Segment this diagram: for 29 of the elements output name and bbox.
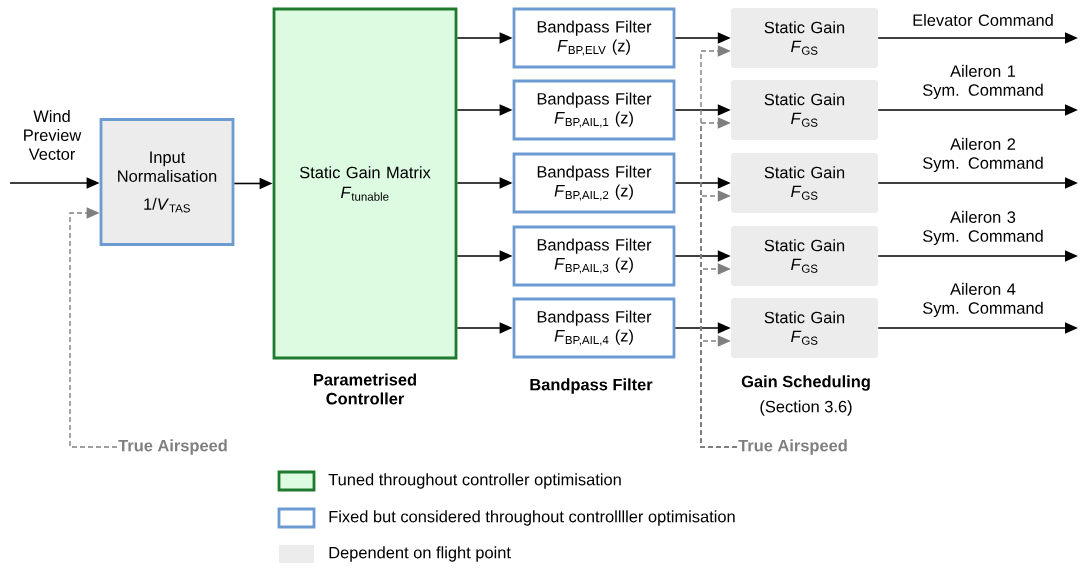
gain-box: Static Gain F$_{GS}$	[731, 298, 878, 358]
column-caption: (Section 3.6)	[760, 400, 852, 416]
legend-text: Tuned throughout controller optimisation	[328, 473, 621, 489]
block-caption: Parametrised Controller	[314, 373, 416, 405]
signal-label: Aileron 4 Sym. Command	[923, 282, 1043, 318]
gain-box: Static Gain F$_{GS}$	[731, 80, 878, 140]
column-caption: Gain Scheduling	[741, 375, 870, 391]
signal-label: Elevator Command	[913, 13, 1053, 26]
signal-label: Aileron 1 Sym. Command	[923, 64, 1043, 100]
legend-text: Dependent on flight point	[329, 546, 511, 562]
signal-label: True Airspeed	[738, 439, 847, 455]
signal-label: True Airspeed	[118, 439, 227, 455]
gain-box: Static Gain F$_{GS}$	[731, 226, 878, 286]
filter-box: Bandpass Filter F$_{BP,AIL,4}$ (z)	[512, 297, 676, 359]
signal-label: Aileron 2 Sym. Command	[923, 137, 1043, 173]
dashed-arrow	[69, 207, 118, 448]
gain-box: Static Gain F$_{GS}$	[731, 8, 878, 68]
normalisation-box: Input Normalisation 1/V$_{TAS}$	[99, 118, 235, 246]
column-caption: Bandpass Filter	[530, 378, 653, 394]
matrix-box: Static Gain Matrix F$_{tunable}$	[272, 7, 458, 360]
dashed-arrow	[700, 335, 738, 448]
filter-box: Bandpass Filter F$_{BP,AIL,3}$ (z)	[512, 225, 676, 287]
legend-text: Fixed but considered throughout controllller optimisation	[329, 510, 735, 526]
filter-box: Bandpass Filter F$_{BP,AIL,2}$ (z)	[512, 152, 676, 214]
signal-label: Wind Preview Vector	[24, 110, 82, 160]
filter-box: Bandpass Filter F$_{BP,ELV}$ (z)	[512, 7, 676, 69]
gain-box: Static Gain F$_{GS}$	[731, 153, 878, 213]
filter-box: Bandpass Filter F$_{BP,AIL,1}$ (z)	[512, 79, 676, 141]
signal-label: Aileron 3 Sym. Command	[923, 210, 1043, 246]
